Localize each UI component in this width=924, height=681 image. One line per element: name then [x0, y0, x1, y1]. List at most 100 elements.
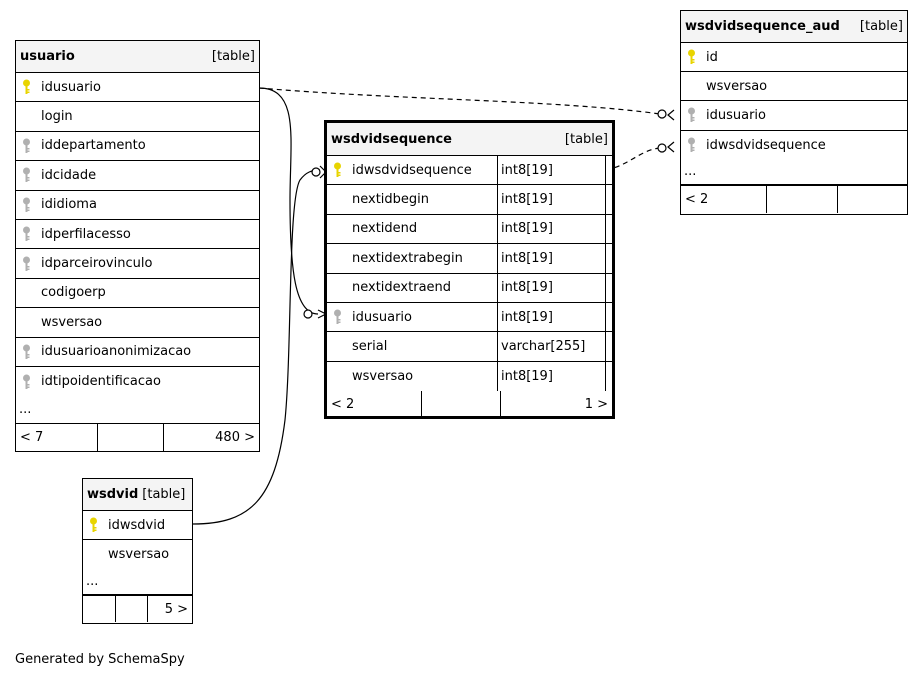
- no-key-slot: [16, 308, 37, 336]
- primary-key-icon: [16, 73, 37, 101]
- table-footer: < 2: [681, 184, 907, 213]
- column-spacer: [605, 302, 612, 332]
- table-name: wsdvidsequence: [331, 131, 452, 147]
- column-name: wsversao: [41, 314, 103, 330]
- foreign-key-icon: [16, 132, 37, 160]
- foreign-key-icon: [327, 303, 348, 331]
- table-wsdvidsequence-aud[interactable]: wsdvidsequence_aud [table] id wsversao idu…: [680, 10, 908, 215]
- footer-parents[interactable]: < 2: [685, 191, 709, 207]
- column-row[interactable]: idperfilacesso: [16, 220, 259, 250]
- column-row[interactable]: idusuario: [681, 101, 907, 131]
- foreign-key-icon: [681, 101, 702, 129]
- link-optional-marker: [311, 167, 321, 177]
- table-name: wsdvid: [87, 487, 139, 502]
- column-name: nextidextrabegin: [352, 250, 463, 266]
- column-spacer: [605, 156, 612, 185]
- column-row[interactable]: wsversao: [16, 308, 259, 338]
- ellipsis: ...: [19, 402, 32, 418]
- column-name: id: [706, 49, 718, 65]
- column-row[interactable]: serial varchar[255]: [327, 332, 612, 362]
- column-datatype: int8[19]: [497, 156, 605, 185]
- column-name: idusuario: [706, 107, 766, 123]
- column-datatype: int8[19]: [497, 214, 605, 244]
- column-row[interactable]: idtipoidentificacao: [16, 367, 259, 396]
- column-row[interactable]: wsversao int8[19]: [327, 361, 612, 392]
- column-name: nextidbegin: [352, 192, 430, 208]
- column-row[interactable]: idparceirovinculo: [16, 249, 259, 279]
- primary-key-icon: [681, 43, 702, 71]
- column-name: idusuario: [41, 79, 101, 95]
- ellipsis: ...: [86, 574, 99, 589]
- column-datatype: int8[19]: [497, 244, 605, 273]
- foreign-key-icon: [16, 249, 37, 277]
- column-name: idwsdvid: [108, 517, 166, 533]
- column-datatype: varchar[255]: [497, 332, 605, 361]
- column-name: idcidade: [41, 167, 97, 183]
- link-usuario-aud: [258, 87, 661, 115]
- table-type: [table]: [142, 487, 186, 502]
- column-row[interactable]: login: [16, 102, 259, 132]
- link-optional-marker: [657, 109, 667, 119]
- no-key-slot: [16, 279, 37, 307]
- link-optional-marker: [303, 309, 313, 319]
- column-name: codigoerp: [41, 285, 106, 301]
- column-row[interactable]: nextidend int8[19]: [327, 214, 612, 245]
- footer-parents[interactable]: < 2: [331, 397, 355, 413]
- column-row[interactable]: idusuarioanonimizacao: [16, 338, 259, 367]
- column-row[interactable]: idusuario: [16, 73, 259, 103]
- table-wsdvid[interactable]: wsdvid [table] idwsdvid wsversao ... 5 >: [82, 478, 193, 624]
- column-datatype: int8[19]: [497, 361, 605, 392]
- no-key-slot: [327, 332, 348, 360]
- column-row[interactable]: ididioma: [16, 191, 259, 220]
- column-row[interactable]: idwsdvidsequence: [681, 131, 907, 160]
- link-crowfoot-marker: [667, 141, 675, 153]
- no-key-slot: [83, 540, 104, 569]
- footer-children[interactable]: 5 >: [147, 596, 192, 622]
- column-name: iddepartamento: [41, 138, 146, 154]
- no-key-slot: [327, 185, 348, 213]
- column-name: idwsdvidsequence: [706, 137, 826, 153]
- column-spacer: [605, 361, 612, 392]
- link-usuario-wsdvidsequence: [258, 87, 319, 315]
- table-header: wsdvid [table]: [83, 479, 192, 511]
- column-name: wsversao: [352, 368, 414, 384]
- footer-children[interactable]: 480 >: [163, 424, 259, 452]
- column-row[interactable]: idwsdvidsequence int8[19]: [327, 156, 612, 186]
- column-spacer: [605, 214, 612, 244]
- column-name: wsversao: [108, 547, 170, 562]
- column-name: idusuarioanonimizacao: [41, 344, 192, 360]
- footer-children[interactable]: 1 >: [500, 391, 612, 419]
- column-row[interactable]: nextidextrabegin int8[19]: [327, 244, 612, 274]
- table-header: wsdvidsequence_aud [table]: [681, 11, 907, 43]
- ellipsis-row: ...: [83, 569, 192, 595]
- column-name: idusuario: [352, 309, 412, 325]
- foreign-key-icon: [16, 161, 37, 189]
- footer-middle: [766, 185, 837, 213]
- footer-parents[interactable]: < 7: [20, 430, 44, 446]
- column-name: nextidend: [352, 221, 418, 237]
- no-key-slot: [327, 274, 348, 302]
- table-type: [table]: [859, 19, 903, 34]
- column-row[interactable]: id: [681, 43, 907, 73]
- column-row[interactable]: codigoerp: [16, 279, 259, 309]
- column-row[interactable]: wsversao: [681, 72, 907, 102]
- column-row[interactable]: iddepartamento: [16, 132, 259, 162]
- column-spacer: [605, 332, 612, 361]
- no-key-slot: [327, 215, 348, 243]
- table-type: [table]: [211, 49, 255, 64]
- column-row[interactable]: idwsdvid: [83, 511, 192, 540]
- column-name: login: [41, 109, 73, 125]
- table-type: [table]: [564, 131, 608, 147]
- column-name: serial: [352, 339, 388, 355]
- column-row[interactable]: wsversao: [83, 540, 192, 569]
- footer-middle: [115, 596, 147, 622]
- table-footer: < 2 1 >: [327, 391, 612, 419]
- column-row[interactable]: idcidade: [16, 161, 259, 191]
- link-optional-marker: [657, 143, 667, 153]
- column-name: idwsdvidsequence: [352, 162, 472, 178]
